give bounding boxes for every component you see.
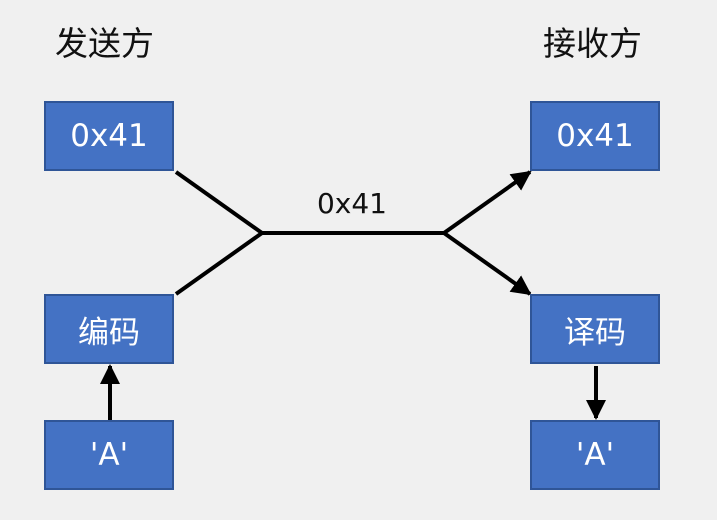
sender-encode-line [174,231,264,296]
receiver-value-box: 0x41 [530,101,660,171]
sender-title: 发送方 [55,24,154,63]
sender-value-box: 0x41 [44,101,174,171]
channel-label: 0x41 [316,187,387,220]
receiver-decode-arrow [442,231,532,296]
receiver-char-box: 'A' [530,420,660,490]
receiver-value-arrow [442,170,532,235]
sender-char-box: 'A' [44,420,174,490]
sender-encode-box: 编码 [44,294,174,364]
sender-value-line [174,170,264,235]
receiver-title: 接收方 [543,24,642,63]
receiver-decode-box: 译码 [530,294,660,364]
